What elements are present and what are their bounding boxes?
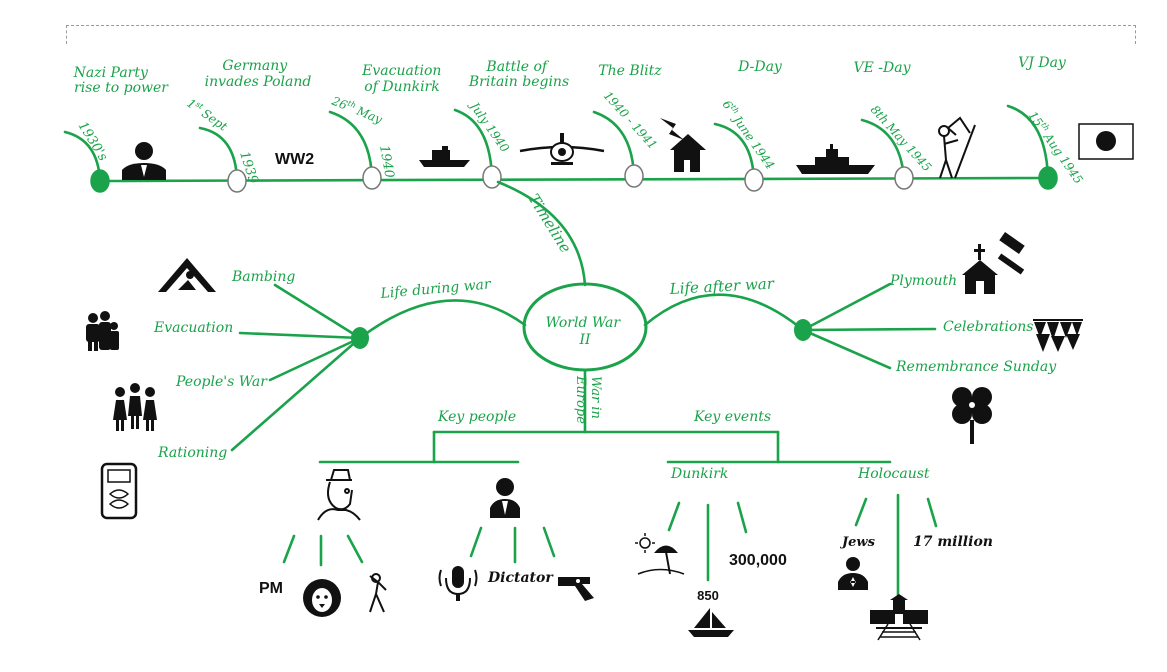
timeline-node bbox=[227, 169, 247, 193]
holocaust-title: Holocaust bbox=[857, 466, 930, 482]
date-1sept: 1stSept bbox=[184, 95, 230, 134]
camp-gate-icon bbox=[870, 594, 928, 641]
life-during-branch bbox=[358, 299, 527, 340]
jewish-star-person-icon bbox=[838, 557, 868, 590]
victory-figure-icon bbox=[369, 573, 387, 613]
timeline-branch bbox=[496, 180, 587, 287]
label-bombing: Bambing bbox=[231, 269, 295, 285]
branch-war-in-label: War in bbox=[588, 376, 603, 419]
japan-flag-icon bbox=[1078, 123, 1134, 160]
pm-label: PM bbox=[259, 580, 283, 597]
label-plymouth: Plymouth bbox=[889, 273, 957, 289]
spoke bbox=[667, 501, 681, 532]
key-events-title: Key events bbox=[693, 409, 771, 425]
event-label-dday: D-Day bbox=[737, 59, 783, 75]
timeline-node-filled bbox=[90, 169, 110, 193]
label-remembrance: Remembrance Sunday bbox=[895, 359, 1057, 375]
bombing-icon bbox=[158, 258, 216, 292]
church-icon bbox=[962, 244, 998, 294]
spoke bbox=[542, 526, 556, 558]
microphone-icon bbox=[438, 566, 478, 601]
spoke bbox=[801, 282, 892, 332]
churchill-icon bbox=[317, 469, 361, 521]
event-label-vjday: VJ Day bbox=[1018, 55, 1067, 71]
boat-icon bbox=[419, 146, 470, 167]
spoke bbox=[469, 526, 483, 558]
gun-icon bbox=[558, 577, 594, 601]
branch-timeline-label: Timeline bbox=[525, 191, 575, 257]
spoke bbox=[230, 336, 362, 452]
spoke bbox=[273, 283, 362, 340]
dictator-label: Dictator bbox=[487, 570, 554, 586]
timeline-node bbox=[894, 166, 914, 190]
center-title: World War II bbox=[545, 315, 624, 348]
label-peoples-war: People's War bbox=[175, 374, 268, 390]
event-label-battle: Battle of Britain begins bbox=[468, 59, 569, 90]
date-july1940: July 1940 bbox=[466, 97, 512, 155]
hammer-icon bbox=[997, 232, 1025, 275]
dunkirk-title: Dunkirk bbox=[670, 466, 728, 482]
ration-tin-icon bbox=[100, 462, 138, 520]
ww2-label: WW2 bbox=[275, 151, 314, 168]
people-icon bbox=[113, 383, 157, 431]
timeline-node-filled bbox=[1038, 166, 1058, 190]
victory-flag-icon bbox=[938, 116, 976, 179]
spoke bbox=[282, 534, 296, 564]
date-6june: 6thJune 1944 bbox=[720, 97, 779, 172]
spoke bbox=[801, 328, 892, 370]
timeline-arc bbox=[328, 110, 374, 180]
key-people-title: Key people bbox=[437, 409, 516, 425]
beach-icon bbox=[635, 533, 685, 575]
bombed-house-icon bbox=[660, 118, 706, 172]
spoke bbox=[801, 327, 937, 332]
label-celebrations: Celebrations bbox=[943, 319, 1034, 335]
event-label-blitz: The Blitz bbox=[598, 63, 662, 79]
date-1930s: 1930's bbox=[75, 119, 111, 164]
bunting-icon bbox=[1033, 319, 1083, 352]
sailboat-icon bbox=[688, 608, 734, 637]
timeline-node bbox=[744, 168, 764, 192]
spoke bbox=[346, 534, 364, 564]
jews-label: Jews bbox=[839, 535, 876, 550]
timeline-node bbox=[362, 166, 382, 190]
timeline-node bbox=[482, 165, 502, 189]
million-label: 17 million bbox=[913, 534, 993, 550]
spoke bbox=[268, 336, 362, 382]
date-26may: 26thMay bbox=[329, 92, 385, 126]
timeline-node bbox=[624, 164, 644, 188]
lion-icon bbox=[303, 579, 341, 617]
man-portrait-icon bbox=[122, 142, 166, 180]
count-boats-label: 850 bbox=[697, 588, 719, 603]
spoke bbox=[736, 501, 748, 534]
life-after-branch bbox=[643, 293, 805, 332]
event-label-dunkirk: Evacuation of Dunkirk bbox=[361, 63, 446, 95]
spitfire-icon bbox=[519, 133, 605, 165]
event-label-nazi: Nazi Party rise to power bbox=[73, 65, 170, 96]
spoke bbox=[926, 497, 938, 528]
event-label-poland: Germany invades Poland bbox=[205, 58, 312, 90]
family-icon bbox=[86, 311, 119, 351]
dashed-frame bbox=[66, 25, 1136, 44]
date-1940: 1940 bbox=[376, 144, 397, 179]
branch-europe-label: Europe bbox=[573, 375, 588, 424]
count-men-label: 300,000 bbox=[729, 552, 787, 569]
spoke bbox=[854, 497, 868, 527]
warship-icon bbox=[796, 144, 875, 174]
timeline-axis bbox=[98, 176, 1050, 183]
hitler-icon bbox=[490, 478, 520, 518]
branch-life-during-label: Life during war bbox=[379, 276, 493, 302]
branch-life-after-label: Life after war bbox=[668, 275, 775, 299]
spoke bbox=[238, 331, 362, 340]
poppy-icon bbox=[952, 387, 992, 444]
label-evacuation: Evacuation bbox=[153, 320, 233, 336]
label-rationing: Rationing bbox=[157, 445, 227, 461]
event-label-veday: VE -Day bbox=[854, 60, 912, 76]
